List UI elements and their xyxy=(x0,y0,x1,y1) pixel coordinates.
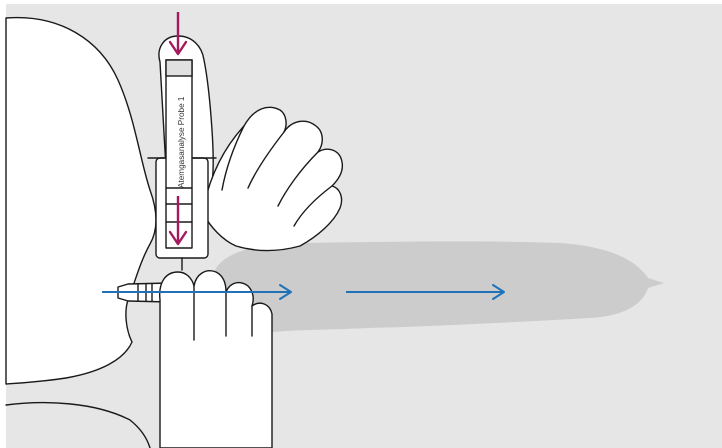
breath-cloud xyxy=(214,241,664,333)
tube-cap xyxy=(165,59,193,77)
shoulder-outline xyxy=(5,401,151,448)
flow-arrow-through-mouthpiece xyxy=(102,284,292,300)
tube-label: Atemgasanalyse Probe 1 xyxy=(177,96,186,188)
upper-hand-fingers xyxy=(203,106,344,252)
press-arrow-top xyxy=(168,12,188,56)
press-arrow-bottom xyxy=(168,196,188,246)
flow-arrow-in-cloud xyxy=(346,284,505,300)
lower-hand-finger-lines xyxy=(193,285,253,341)
upper-hand-finger-lines xyxy=(221,125,333,227)
